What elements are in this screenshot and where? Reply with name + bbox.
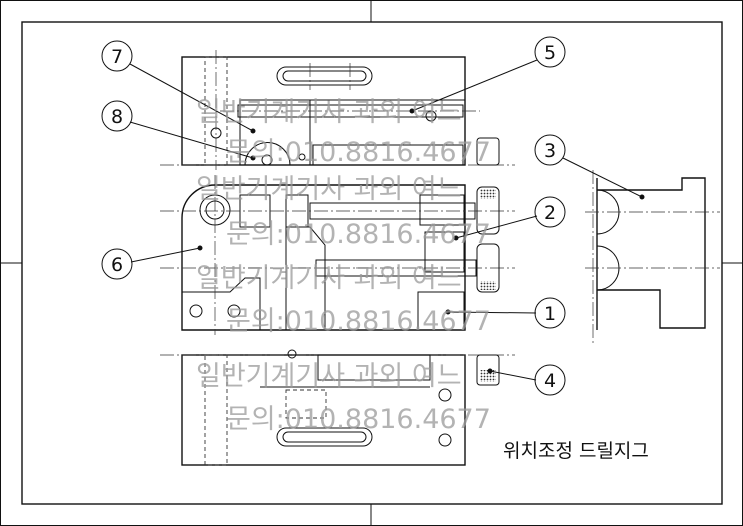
balloon-7: 7	[101, 40, 133, 72]
svg-text:일반기계기사 과외 여느: 일반기계기사 과외 여느	[196, 361, 462, 392]
svg-text:5: 5	[544, 42, 556, 64]
leader-lines	[129, 59, 645, 381]
balloon-8: 8	[101, 100, 133, 132]
balloon-2: 2	[534, 196, 566, 228]
watermark: 일반기계기사 과외 여느 문의:010.8816.4677 일반기계기사 과외 …	[196, 97, 491, 435]
svg-text:일반기계기사 과외 여느: 일반기계기사 과외 여느	[196, 97, 462, 128]
balloon-1: 1	[534, 297, 566, 329]
svg-text:문의:010.8816.4677: 문의:010.8816.4677	[226, 137, 491, 168]
top-view	[160, 50, 515, 170]
svg-text:일반기계기사 과외 여느: 일반기계기사 과외 여느	[196, 263, 462, 294]
svg-text:8: 8	[111, 106, 123, 128]
drawing-title: 위치조정 드릴지그	[503, 440, 649, 462]
balloon-6: 6	[101, 248, 133, 280]
svg-text:문의:010.8816.4677: 문의:010.8816.4677	[226, 219, 491, 250]
side-view	[585, 170, 720, 345]
svg-text:2: 2	[544, 202, 556, 224]
svg-text:일반기계기사 과외 여느: 일반기계기사 과외 여느	[196, 174, 462, 205]
front-section-view	[160, 175, 515, 335]
svg-text:1: 1	[544, 303, 556, 325]
balloon-3: 3	[534, 134, 566, 166]
svg-text:4: 4	[544, 370, 556, 392]
balloon-5: 5	[534, 36, 566, 68]
svg-text:문의:010.8816.4677: 문의:010.8816.4677	[226, 306, 491, 337]
balloon-4: 4	[534, 364, 566, 396]
svg-text:문의:010.8816.4677: 문의:010.8816.4677	[226, 404, 491, 435]
bottom-view	[160, 349, 515, 466]
svg-text:6: 6	[111, 254, 123, 276]
svg-text:7: 7	[111, 46, 123, 68]
svg-text:3: 3	[544, 140, 556, 162]
